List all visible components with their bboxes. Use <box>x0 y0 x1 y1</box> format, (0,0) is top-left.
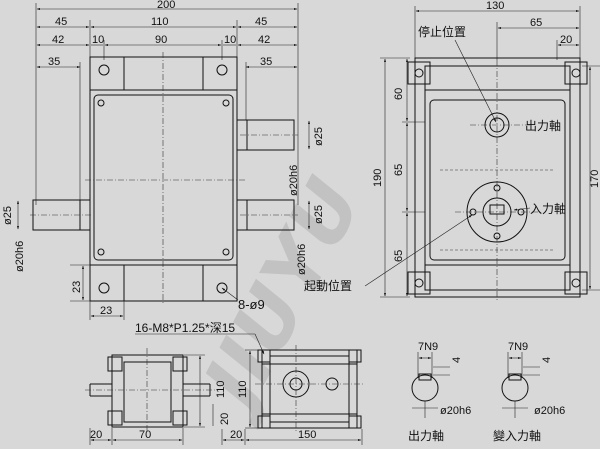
dim-dia25-right: ø25 <box>313 205 325 224</box>
keyway-output-depth: 4 <box>451 357 463 363</box>
keyway-input-label: 變入力軸 <box>493 428 541 443</box>
dim-65-b: 65 <box>393 250 405 262</box>
label-stop-position: 停止位置 <box>418 24 466 39</box>
label-output-shaft: 出力軸 <box>525 119 561 133</box>
dim-65-a: 65 <box>393 164 405 176</box>
dim-60: 60 <box>393 88 405 100</box>
top-view-left: 16-M8*P1.25*深15 20 70 110 20 <box>85 321 265 445</box>
dim-110-left: 110 <box>215 380 227 398</box>
dim-45-left: 45 <box>55 16 67 28</box>
dim-dia25-top: ø25 <box>313 127 325 146</box>
keyway-output-key: 7N9 <box>418 341 438 353</box>
side-view: 130 65 20 190 60 65 65 170 <box>304 0 600 300</box>
dim-23-horizontal: 23 <box>100 305 112 317</box>
dim-overall-200: 200 <box>157 0 175 11</box>
dim-35-left: 35 <box>48 56 60 68</box>
dim-170: 170 <box>589 170 600 188</box>
top-view-right: 110 20 150 <box>221 345 365 445</box>
dim-20-vertical: 20 <box>219 413 231 425</box>
keyway-output-label: 出力軸 <box>408 429 444 443</box>
dim-dia20h6-right: ø20h6 <box>296 244 308 275</box>
watermark-text: JIUYU <box>181 165 380 432</box>
dim-45-right: 45 <box>255 16 267 28</box>
dim-10-right: 10 <box>224 34 236 46</box>
dim-90: 90 <box>155 34 167 46</box>
dim-42-right: 42 <box>258 34 270 46</box>
dim-110: 110 <box>151 16 169 28</box>
dim-110-right: 110 <box>237 380 249 398</box>
dim-130: 130 <box>486 0 504 12</box>
label-start-position: 起動位置 <box>304 278 352 293</box>
dim-150: 150 <box>298 429 316 441</box>
dim-20-bottom-right: 20 <box>230 429 242 441</box>
dim-70: 70 <box>139 429 151 441</box>
keyway-input: 7N9 4 ø20h6 變入力軸 <box>493 341 565 443</box>
dim-20-side: 20 <box>560 34 572 46</box>
front-view: 200 45 110 45 42 10 90 10 42 35 35 <box>2 0 325 320</box>
holes-note: 8-ø9 <box>238 297 265 312</box>
dim-dia20h6-left: ø20h6 <box>14 241 26 272</box>
keyway-input-depth: 4 <box>541 357 553 363</box>
dim-65-side: 65 <box>530 17 542 29</box>
label-input-shaft: 入力軸 <box>530 202 566 216</box>
dim-190: 190 <box>372 169 384 187</box>
keyway-input-key: 7N9 <box>508 341 528 353</box>
dim-42-left: 42 <box>52 34 64 46</box>
dim-dia20h6-top: ø20h6 <box>288 165 300 196</box>
dim-20-bottom-left: 20 <box>90 429 102 441</box>
keyway-input-dia: ø20h6 <box>534 405 565 417</box>
thread-note: 16-M8*P1.25*深15 <box>135 321 235 335</box>
dim-35-right: 35 <box>260 56 272 68</box>
keyway-output-dia: ø20h6 <box>440 405 471 417</box>
keyway-output: 7N9 4 ø20h6 出力軸 <box>408 341 471 443</box>
dim-23-vertical: 23 <box>71 281 83 293</box>
dim-10-left: 10 <box>92 34 104 46</box>
dim-dia25-left: ø25 <box>2 206 14 225</box>
